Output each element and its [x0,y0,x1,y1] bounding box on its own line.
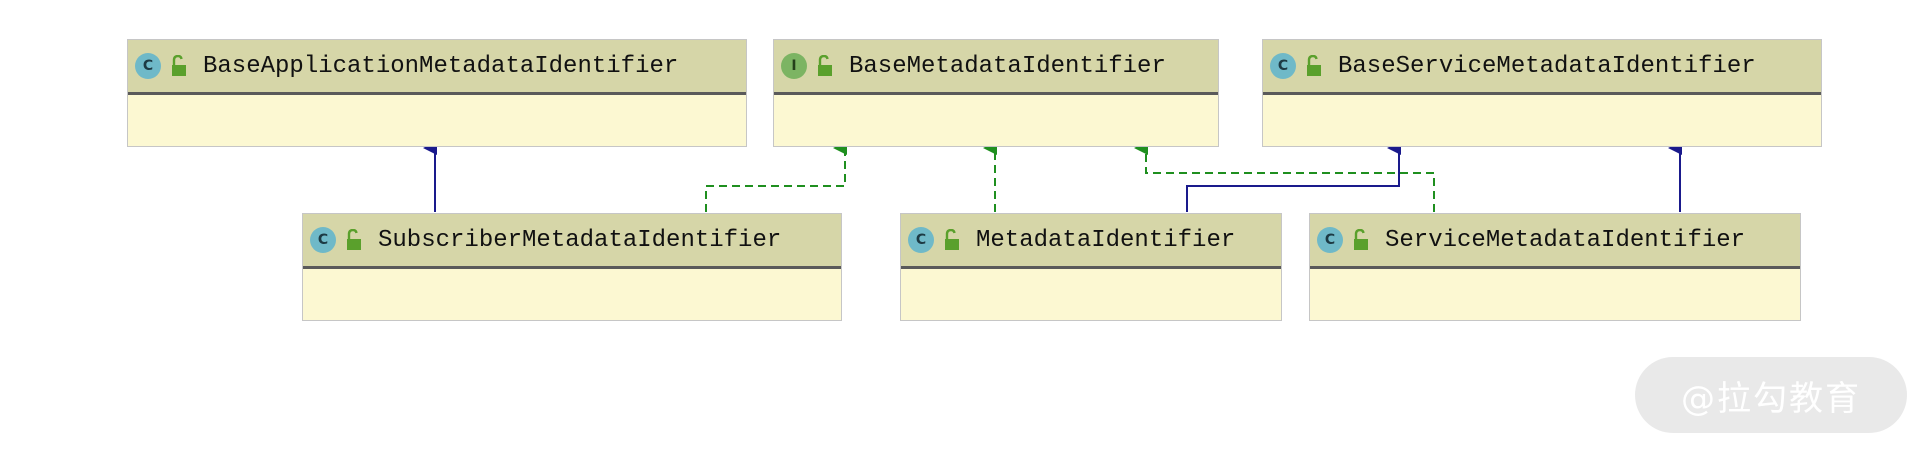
open-lock-icon [1354,229,1368,250]
open-lock-icon [945,229,959,250]
class-box-service-metadata-identifier[interactable]: C ServiceMetadataIdentifier [1309,213,1801,321]
open-lock-icon [172,55,186,76]
class-box-base-service-metadata-identifier[interactable]: C BaseServiceMetadataIdentifier [1262,39,1822,147]
class-kind-icon: C [1317,227,1343,253]
watermark-badge: @拉勾教育 [1635,357,1907,433]
class-header: C SubscriberMetadataIdentifier [303,214,841,269]
open-lock-icon [818,55,832,76]
watermark-text: @拉勾教育 [1681,378,1861,419]
class-box-metadata-identifier[interactable]: C MetadataIdentifier [900,213,1282,321]
class-name: BaseMetadataIdentifier [849,52,1166,80]
class-name: SubscriberMetadataIdentifier [378,226,782,254]
class-kind-icon: C [310,227,336,253]
class-box-base-metadata-identifier[interactable]: I BaseMetadataIdentifier [773,39,1219,147]
class-kind-icon: C [908,227,934,253]
class-kind-icon: C [1270,53,1296,79]
class-header: C ServiceMetadataIdentifier [1310,214,1800,269]
edge-subscriber-implements-base-meta [705,141,847,212]
class-name: BaseServiceMetadataIdentifier [1338,52,1756,80]
class-kind-icon: C [135,53,161,79]
edge-metadata-extends-base-svc [1186,141,1401,212]
open-lock-icon [347,229,361,250]
interface-kind-icon: I [781,53,807,79]
class-name: BaseApplicationMetadataIdentifier [203,52,679,80]
class-box-subscriber-metadata-identifier[interactable]: C SubscriberMetadataIdentifier [302,213,842,321]
class-header: C MetadataIdentifier [901,214,1281,269]
class-header: C BaseApplicationMetadataIdentifier [128,40,746,95]
class-name: ServiceMetadataIdentifier [1385,226,1746,254]
class-header: C BaseServiceMetadataIdentifier [1263,40,1821,95]
class-header: I BaseMetadataIdentifier [774,40,1218,95]
class-box-base-application-metadata-identifier[interactable]: C BaseApplicationMetadataIdentifier [127,39,747,147]
class-name: MetadataIdentifier [976,226,1236,254]
open-lock-icon [1307,55,1321,76]
edge-service-implements-base-meta [1134,141,1435,212]
